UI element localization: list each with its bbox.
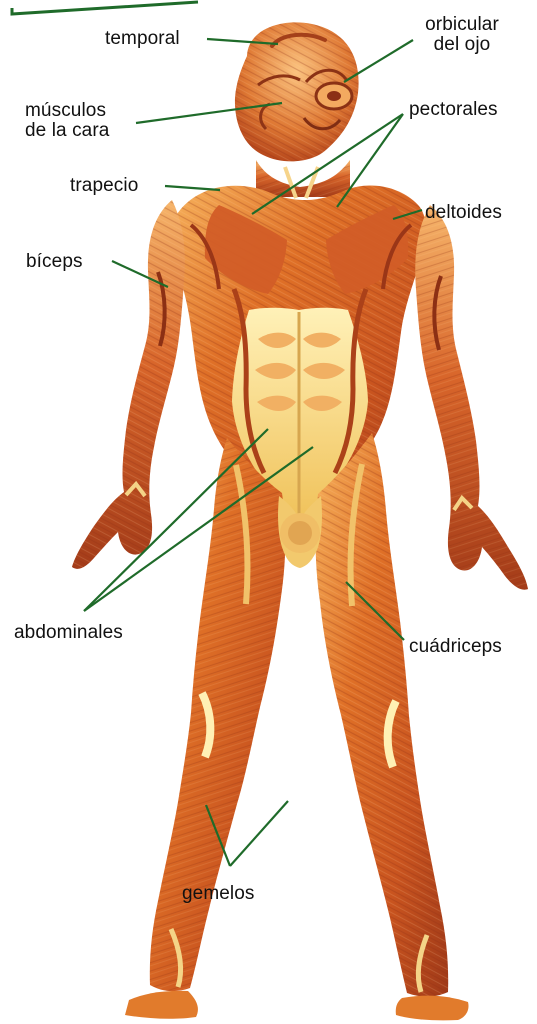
label-pectorales: pectorales (409, 100, 498, 120)
label-deltoides: deltoides (425, 203, 502, 223)
right-arm (415, 205, 528, 590)
label-biceps: bíceps (26, 252, 83, 272)
label-musculos-de-la-cara: músculos de la cara (25, 101, 155, 141)
label-abdominales: abdominales (14, 623, 123, 643)
label-gemelos: gemelos (182, 884, 255, 904)
label-temporal: temporal (105, 29, 180, 49)
head (235, 22, 359, 198)
label-cuadriceps: cuádriceps (409, 637, 502, 657)
label-orbicular-del-ojo: orbicular del ojo (411, 15, 513, 55)
label-trapecio: trapecio (70, 176, 138, 196)
left-arm (72, 200, 185, 569)
right-leg (316, 433, 469, 1020)
torso (169, 185, 426, 521)
